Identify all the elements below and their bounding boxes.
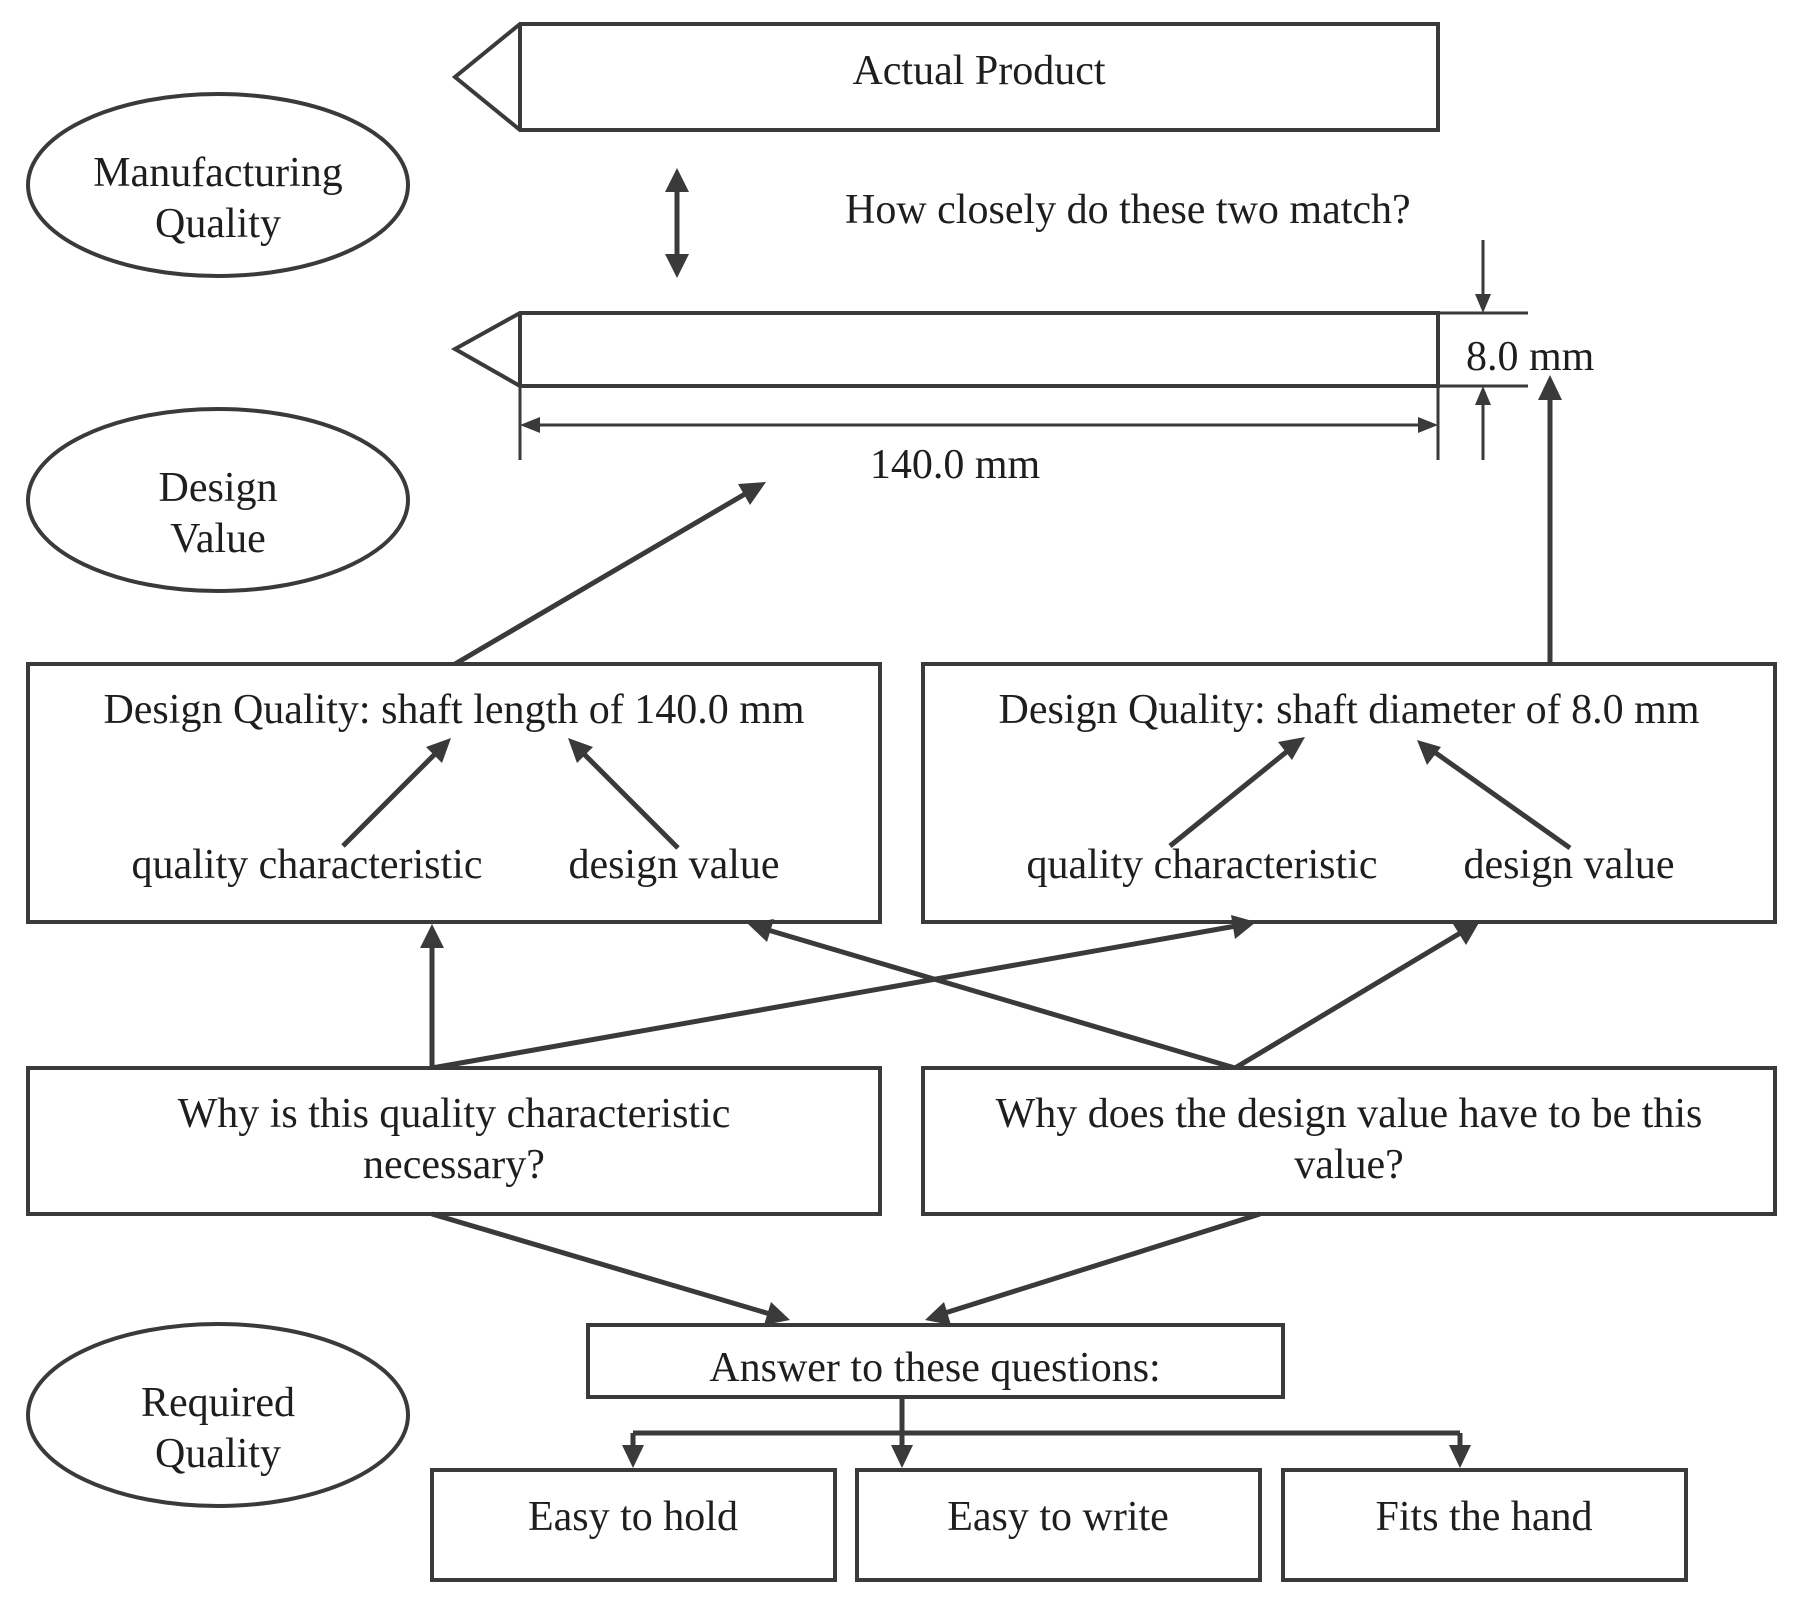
length-label: 140.0 mm	[870, 442, 1041, 488]
length-dimension: 140.0 mm	[518, 386, 1440, 488]
arrow-length-to-pencil	[453, 482, 766, 667]
requirement-label: Easy to write	[947, 1494, 1169, 1540]
diameter-label: 8.0 mm	[1466, 334, 1595, 380]
match-question: How closely do these two match?	[845, 187, 1411, 233]
diameter-dimension: 8.0 mm	[1438, 240, 1595, 460]
requirement-label: Easy to hold	[528, 1494, 738, 1540]
required-quality-label-line2: Quality	[155, 1431, 281, 1477]
actual-product-label: Actual Product	[852, 48, 1105, 94]
design-quality-diameter-title: Design Quality: shaft diameter of 8.0 mm	[998, 687, 1699, 733]
question-characteristic-line1: Why is this quality characteristic	[178, 1091, 731, 1137]
manufacturing-quality-label-line1: Manufacturing	[93, 150, 343, 196]
diameter-characteristic-label: quality characteristic	[1027, 842, 1378, 888]
question-characteristic-box: Why is this quality characteristic neces…	[26, 1066, 882, 1216]
design-value-label-line2: Value	[170, 516, 266, 562]
design-value-label-line1: Design	[159, 465, 278, 511]
question-value-line1: Why does the design value have to be thi…	[996, 1091, 1703, 1137]
requirement-easy-to-write: Easy to write	[855, 1468, 1262, 1582]
requirement-fits-the-hand: Fits the hand	[1281, 1468, 1688, 1582]
answer-box-label: Answer to these questions:	[709, 1345, 1160, 1391]
design-pencil	[450, 311, 1440, 388]
arrow-diameter-to-pencil	[1538, 375, 1562, 664]
length-value-label: design value	[568, 842, 779, 888]
actual-product-pencil: Actual Product	[451, 22, 1440, 132]
length-characteristic-label: quality characteristic	[132, 842, 483, 888]
design-value-node: Design Value	[26, 407, 410, 593]
question-value-line2: value?	[1294, 1142, 1404, 1188]
requirement-label: Fits the hand	[1376, 1494, 1593, 1540]
requirement-easy-to-hold: Easy to hold	[430, 1468, 837, 1582]
required-quality-node: Required Quality	[26, 1322, 410, 1508]
arrows-questions-to-design	[420, 915, 1480, 1071]
required-quality-label-line1: Required	[141, 1380, 295, 1426]
arrows-answer-to-requirements	[622, 1397, 1471, 1468]
question-value-box: Why does the design value have to be thi…	[921, 1066, 1777, 1216]
design-quality-diameter-box: Design Quality: shaft diameter of 8.0 mm…	[921, 662, 1777, 924]
manufacturing-quality-node: Manufacturing Quality	[26, 92, 410, 278]
diameter-value-label: design value	[1463, 842, 1674, 888]
design-quality-length-box: Design Quality: shaft length of 140.0 mm…	[26, 662, 882, 924]
arrows-questions-to-answer	[431, 1211, 1261, 1325]
question-characteristic-line2: necessary?	[363, 1142, 545, 1188]
manufacturing-quality-label-line2: Quality	[155, 201, 281, 247]
answer-box: Answer to these questions:	[586, 1323, 1285, 1399]
match-double-arrow	[665, 168, 689, 278]
design-quality-length-title: Design Quality: shaft length of 140.0 mm	[103, 687, 804, 733]
